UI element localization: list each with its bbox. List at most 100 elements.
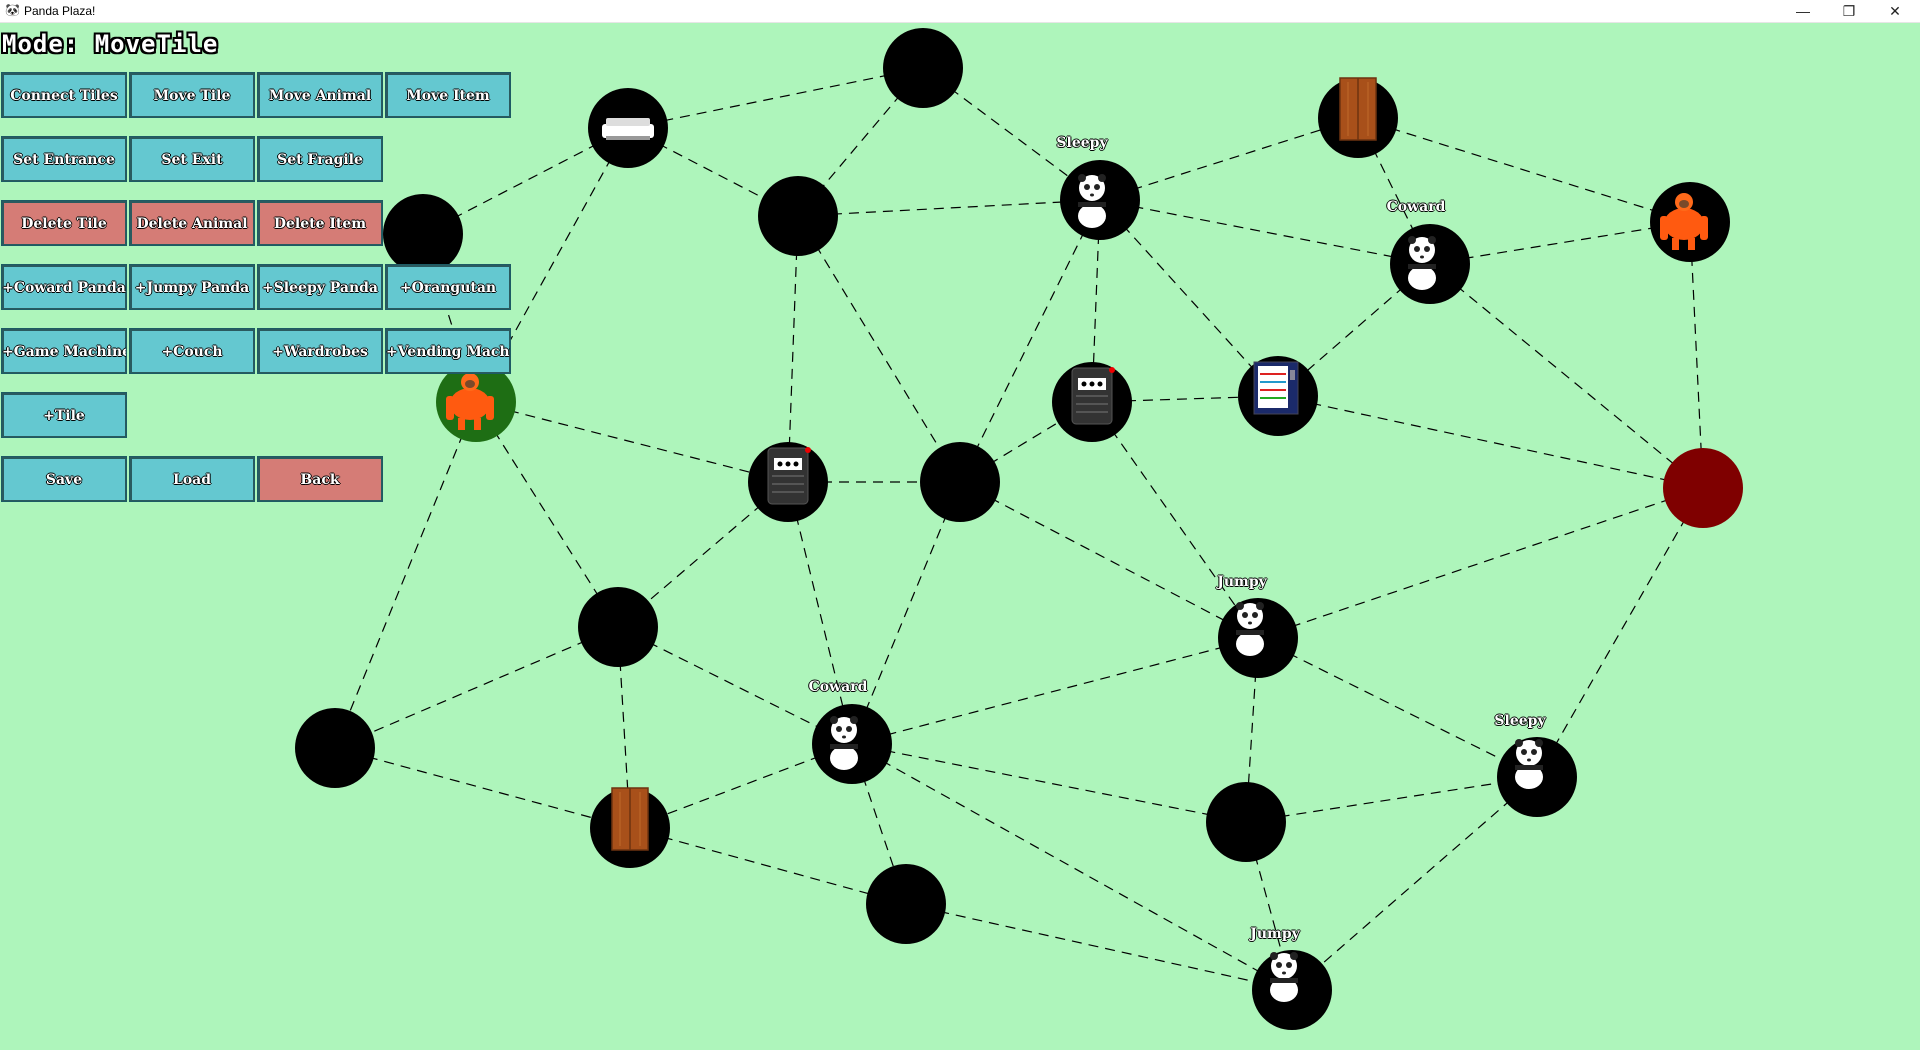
window-titlebar: 🐼 Panda Plaza! — ❐ ✕ <box>0 0 1920 23</box>
tile[interactable] <box>295 708 375 788</box>
add-couch-button[interactable]: +Couch <box>129 328 255 374</box>
tile-connection <box>959 481 1259 639</box>
add-tile-button[interactable]: +Tile <box>1 392 127 438</box>
vending-machine-icon[interactable] <box>1253 361 1299 415</box>
delete-item-button[interactable]: Delete Item <box>257 200 383 246</box>
tile-connection <box>1291 776 1538 991</box>
panda-icon[interactable] <box>830 716 858 770</box>
tile[interactable] <box>383 194 463 274</box>
tile-orangutan[interactable] <box>1650 182 1730 262</box>
mode-label: Mode: MoveTile <box>2 30 219 58</box>
animal-label-sleepy: Sleepy <box>1494 713 1546 729</box>
tile-wardrobe[interactable] <box>590 787 670 868</box>
tile-connection <box>1429 263 1704 489</box>
tile-game-machine[interactable] <box>748 442 828 522</box>
add-vending-machine-button[interactable]: +Vending Machine <box>385 328 511 374</box>
tiles-layer <box>295 28 1743 1030</box>
panda-icon[interactable] <box>1270 952 1298 1002</box>
set-fragile-button[interactable]: Set Fragile <box>257 136 383 182</box>
tile-connection <box>1277 395 1704 489</box>
tile[interactable] <box>758 176 838 256</box>
tile-connection <box>422 233 477 403</box>
tile[interactable] <box>1206 782 1286 862</box>
tile-connections <box>334 67 1704 991</box>
tile-connection <box>1091 401 1259 639</box>
add-coward-panda-button[interactable]: +Coward Panda <box>1 264 127 310</box>
tile-connection <box>1357 117 1691 223</box>
add-sleepy-panda-button[interactable]: +Sleepy Panda <box>257 264 383 310</box>
tile-jumpy-panda[interactable] <box>1218 598 1298 678</box>
move-tile-button[interactable]: Move Tile <box>129 72 255 118</box>
game-machine-icon[interactable] <box>767 447 811 505</box>
close-icon[interactable]: ✕ <box>1889 3 1901 19</box>
panda-icon[interactable] <box>1236 602 1264 656</box>
delete-animal-button[interactable]: Delete Animal <box>129 200 255 246</box>
tile-connection <box>1245 776 1538 823</box>
tile-connection <box>851 637 1259 745</box>
wardrobe-icon[interactable] <box>611 787 649 851</box>
add-jumpy-panda-button[interactable]: +Jumpy Panda <box>129 264 255 310</box>
set-entrance-button[interactable]: Set Entrance <box>1 136 127 182</box>
tile-connection <box>627 67 924 129</box>
tile-wardrobe[interactable] <box>1318 77 1398 158</box>
tile-connection <box>1257 487 1704 639</box>
load-button[interactable]: Load <box>129 456 255 502</box>
tile[interactable] <box>578 587 658 667</box>
tile[interactable] <box>883 28 963 108</box>
move-item-button[interactable]: Move Item <box>385 72 511 118</box>
animal-label-sleepy: Sleepy <box>1056 135 1108 151</box>
minimize-icon[interactable]: — <box>1796 3 1810 19</box>
maximize-icon[interactable]: ❐ <box>1842 3 1856 19</box>
tile-sleepy-panda[interactable] <box>1060 160 1140 240</box>
tile-connection <box>1099 199 1431 265</box>
animal-label-coward: Coward <box>1386 199 1446 215</box>
game-machine-icon[interactable] <box>1071 367 1115 425</box>
panda-icon: 🐼 <box>5 3 20 17</box>
add-orangutan-button[interactable]: +Orangutan <box>385 264 511 310</box>
add-game-machine-button[interactable]: +Game Machine <box>1 328 127 374</box>
animal-label-coward: Coward <box>808 679 868 695</box>
tile-connection <box>475 401 789 483</box>
entrance-tile[interactable] <box>436 362 516 442</box>
orangutan-icon[interactable] <box>1660 193 1708 250</box>
animal-label-jumpy: Jumpy <box>1250 926 1300 942</box>
panda-icon[interactable] <box>1408 236 1436 290</box>
tile-game-machine[interactable] <box>1052 362 1132 442</box>
tile-connection <box>1099 117 1359 201</box>
tile-connection <box>959 199 1101 483</box>
exit-tile[interactable] <box>1663 448 1743 528</box>
tile[interactable] <box>866 864 946 944</box>
tile-connection <box>1257 637 1538 778</box>
panda-icon[interactable] <box>1078 174 1106 228</box>
tile-connection <box>629 827 907 905</box>
tile-connection <box>905 903 1293 991</box>
orangutan-icon[interactable] <box>446 373 494 430</box>
couch-icon[interactable] <box>602 118 654 140</box>
tile-connection <box>617 626 853 745</box>
back-button[interactable]: Back <box>257 456 383 502</box>
add-wardrobes-button[interactable]: +Wardrobes <box>257 328 383 374</box>
tile-connection <box>1536 487 1704 778</box>
delete-tile-button[interactable]: Delete Tile <box>1 200 127 246</box>
tile-connection <box>787 215 799 483</box>
tile[interactable] <box>920 442 1000 522</box>
tile-connection <box>1429 221 1691 265</box>
tile-vending-machine[interactable] <box>1238 356 1318 436</box>
move-animal-button[interactable]: Move Animal <box>257 72 383 118</box>
tile-couch[interactable] <box>588 88 668 168</box>
tile-connection <box>797 199 1101 217</box>
panda-icon[interactable] <box>1515 739 1543 789</box>
tile-connection <box>797 215 961 483</box>
connect-tiles-button[interactable]: Connect Tiles <box>1 72 127 118</box>
animal-label-jumpy: Jumpy <box>1217 574 1267 590</box>
save-button[interactable]: Save <box>1 456 127 502</box>
tile-jumpy-panda[interactable] <box>1252 950 1332 1030</box>
tile-connection <box>851 743 1247 823</box>
set-exit-button[interactable]: Set Exit <box>129 136 255 182</box>
tile-coward-panda[interactable] <box>812 704 892 784</box>
tile-connection <box>851 481 961 745</box>
wardrobe-icon[interactable] <box>1339 77 1377 141</box>
tile-sleepy-panda[interactable] <box>1497 737 1577 817</box>
tile-coward-panda[interactable] <box>1390 224 1470 304</box>
